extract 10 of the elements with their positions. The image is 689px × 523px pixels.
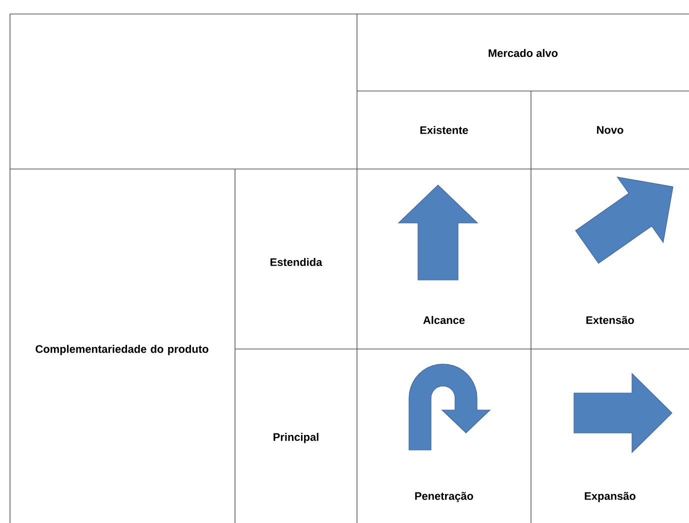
row-header: Principal xyxy=(274,432,318,444)
column-header: Mercado alvo xyxy=(488,48,558,58)
strategy-label: Penetração xyxy=(415,492,474,502)
strategy-label: Expansão xyxy=(584,492,636,502)
column-header: Novo xyxy=(597,126,624,134)
strategy-label: Alcance xyxy=(423,316,465,324)
strategy-label: Extensão xyxy=(586,316,634,324)
row-header: Complementariedade do produto xyxy=(36,344,208,356)
column-header: Existente xyxy=(420,126,468,134)
row-header: Estendida xyxy=(270,258,322,266)
